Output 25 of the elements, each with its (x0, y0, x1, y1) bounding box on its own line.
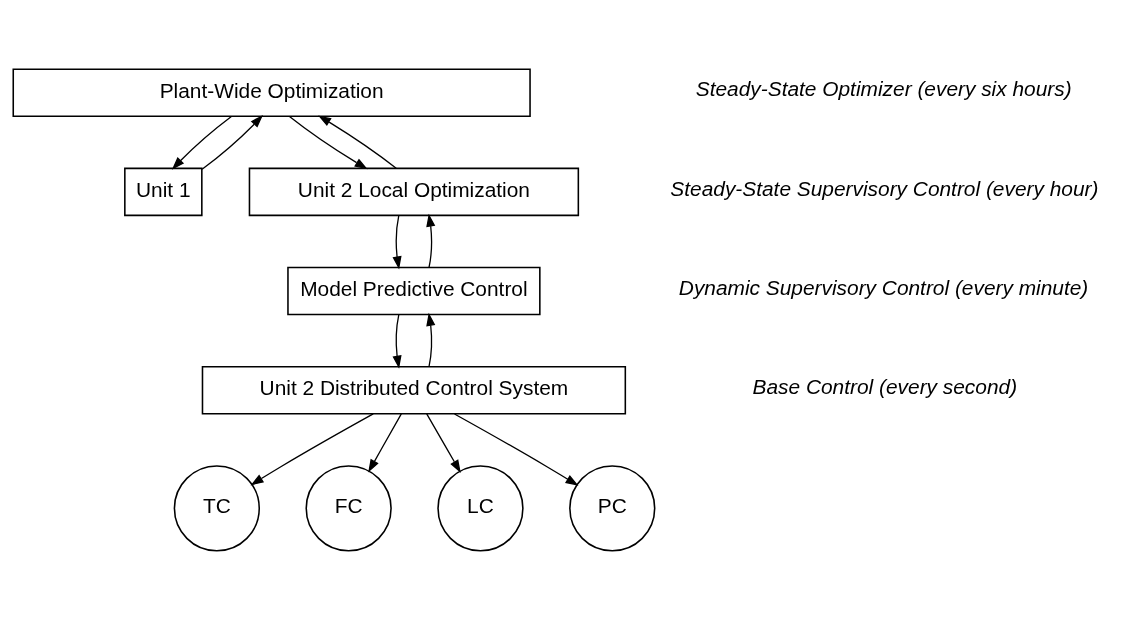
node-circle: TC (173, 465, 261, 552)
arrow (368, 413, 402, 473)
arrow (426, 213, 436, 269)
node-circle: LC (437, 465, 524, 552)
node-box: Unit 2 Distributed Control System (201, 366, 627, 415)
node-box: Model Predictive Control (287, 266, 541, 316)
arrow (171, 115, 233, 170)
arrow (453, 413, 579, 486)
arrow (426, 312, 436, 368)
node-box: Unit 1 (124, 167, 203, 217)
label: Steady-State Supervisory Control (every hour) (670, 176, 1099, 200)
arrow (318, 115, 397, 169)
arrow (288, 115, 368, 170)
node-circle: PC (569, 465, 656, 552)
arrow (250, 413, 374, 486)
node-box: Unit 2 Local Optimization (248, 167, 580, 217)
arrow (426, 413, 461, 473)
node-circle: FC (305, 465, 392, 552)
arrow (201, 114, 264, 170)
arrow (392, 214, 402, 270)
node-box: Plant-Wide Optimization (12, 68, 531, 117)
arrow (392, 314, 402, 369)
label: Base Control (every second) (752, 374, 1018, 398)
label: Dynamic Supervisory Control (every minute) (678, 275, 1089, 299)
label: Steady-State Optimizer (every six hours) (695, 77, 1072, 101)
